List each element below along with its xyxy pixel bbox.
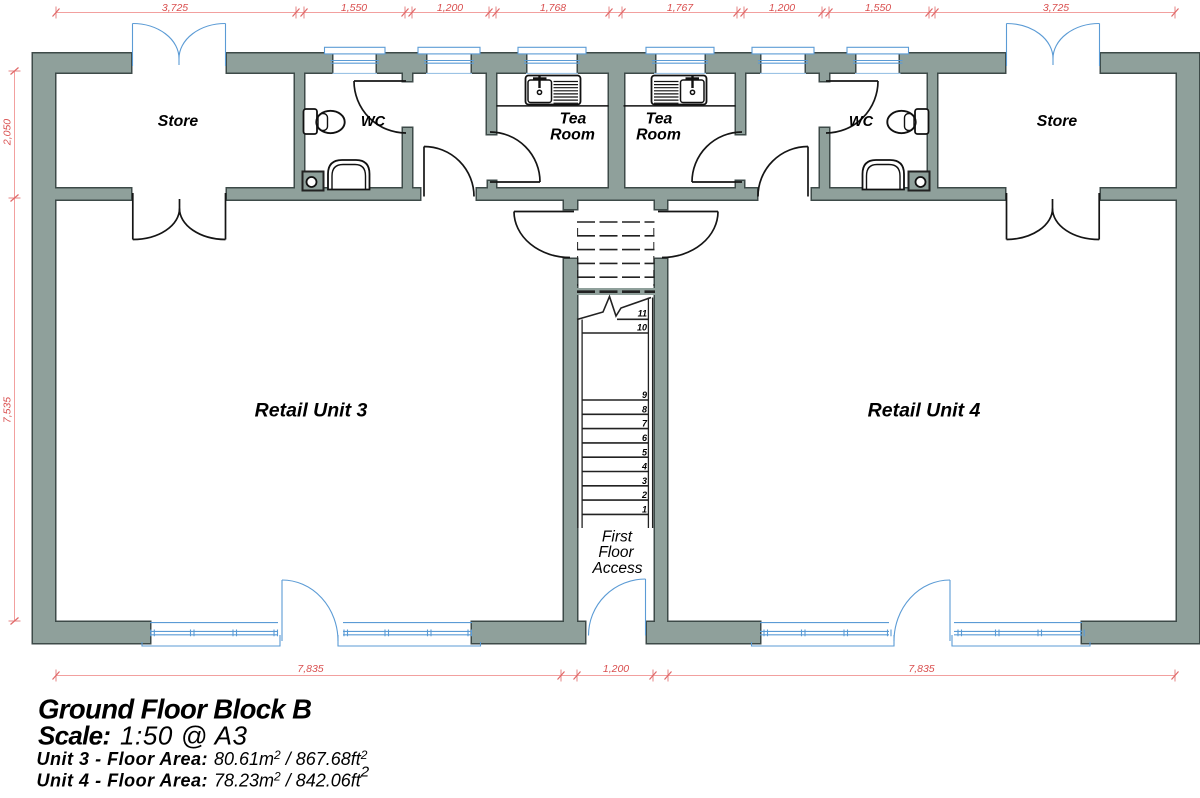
svg-text:11: 11 <box>638 309 647 319</box>
svg-text:1: 1 <box>642 505 647 515</box>
svg-text:WC: WC <box>849 114 874 130</box>
svg-text:Room: Room <box>550 127 595 144</box>
svg-text:2,050: 2,050 <box>2 119 14 146</box>
svg-text:Unit 3 - Floor Area:80.61m2 /: Unit 3 - Floor Area:80.61m2 / 867.68ft2 <box>37 748 368 769</box>
svg-text:1,200: 1,200 <box>437 2 463 14</box>
svg-text:1,550: 1,550 <box>341 2 367 14</box>
svg-text:7,835: 7,835 <box>297 663 323 675</box>
svg-text:4: 4 <box>641 462 647 472</box>
svg-text:1,550: 1,550 <box>865 2 891 14</box>
svg-text:First: First <box>602 529 633 546</box>
svg-text:1,768: 1,768 <box>540 2 566 14</box>
svg-text:5: 5 <box>642 447 648 457</box>
svg-text:Retail Unit 4: Retail Unit 4 <box>868 400 981 422</box>
svg-text:WC: WC <box>361 114 386 130</box>
svg-text:Scale:1:50 @ A3: Scale:1:50 @ A3 <box>38 721 248 751</box>
svg-text:6: 6 <box>642 433 648 443</box>
svg-text:Tea: Tea <box>646 111 673 128</box>
svg-text:Tea: Tea <box>560 111 587 128</box>
svg-text:1,200: 1,200 <box>603 663 629 675</box>
svg-text:1,200: 1,200 <box>769 2 795 14</box>
svg-text:Store: Store <box>158 113 199 130</box>
svg-text:3,725: 3,725 <box>162 2 188 14</box>
svg-text:2: 2 <box>641 490 647 500</box>
svg-text:7: 7 <box>642 419 648 429</box>
svg-text:9: 9 <box>642 390 647 400</box>
svg-text:Floor: Floor <box>598 544 634 561</box>
svg-text:8: 8 <box>642 404 647 414</box>
svg-text:Ground Floor Block B: Ground Floor Block B <box>38 694 312 725</box>
svg-text:7,835: 7,835 <box>908 663 934 675</box>
svg-text:Unit 4 - Floor Area:78.23m2 /: Unit 4 - Floor Area:78.23m2 / 842.06ft2 <box>37 764 370 791</box>
svg-text:Store: Store <box>1037 113 1078 130</box>
svg-text:Access: Access <box>592 560 643 577</box>
svg-text:10: 10 <box>637 323 647 333</box>
svg-text:Room: Room <box>636 127 681 144</box>
svg-text:3: 3 <box>642 476 647 486</box>
svg-text:3,725: 3,725 <box>1043 2 1069 14</box>
svg-text:1,767: 1,767 <box>667 2 694 14</box>
svg-text:Retail Unit 3: Retail Unit 3 <box>255 400 368 422</box>
svg-text:7,535: 7,535 <box>2 397 14 423</box>
